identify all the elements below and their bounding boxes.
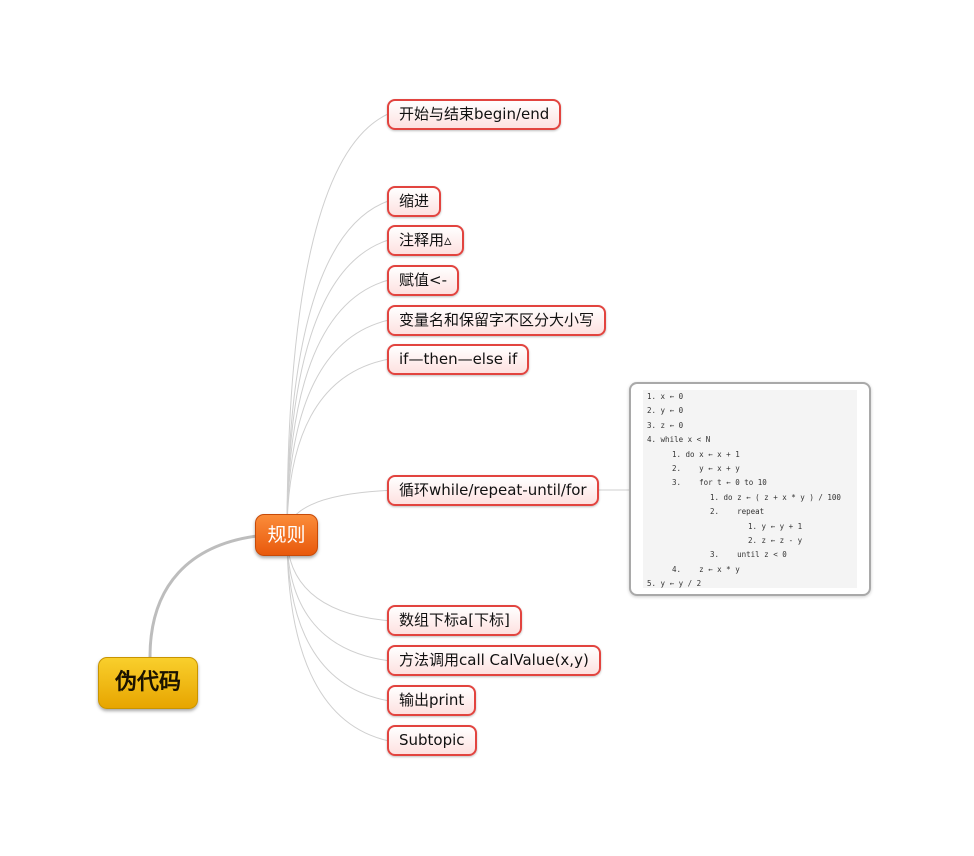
root-topic[interactable]: 伪代码: [98, 657, 198, 709]
branch-to-topic-connector: [286, 534, 388, 661]
topic-case-insensitive[interactable]: 变量名和保留字不区分大小写: [387, 305, 607, 336]
branch-to-topic-connector: [286, 114, 388, 536]
code-line: 3. for t ← 0 to 10: [672, 478, 767, 488]
branch-to-topic-connector: [286, 534, 388, 701]
branch-to-topic-connector: [286, 534, 388, 741]
code-line: 2. repeat: [710, 507, 765, 517]
branch-to-topic-connector: [286, 359, 388, 536]
pseudocode-image: 1. x ← 0 2. y ← 0 3. z ← 0 4. while x < N 1.…: [643, 390, 857, 588]
topic-subtopic[interactable]: Subtopic: [387, 725, 477, 756]
code-line: 3. z ← 0: [647, 420, 684, 430]
topic-comment[interactable]: 注释用▵: [387, 225, 464, 256]
topic-indent[interactable]: 缩进: [387, 186, 442, 217]
branch-to-topic-connector: [286, 280, 388, 536]
root-to-branch-connector: [148, 534, 258, 658]
code-line: 3. until z < 0: [710, 550, 787, 560]
code-image-box[interactable]: 1. x ← 0 2. y ← 0 3. z ← 0 4. while x < N 1.…: [629, 382, 871, 596]
code-line: 2. z ← z - y: [748, 536, 803, 545]
code-line: 2. y ← 0: [647, 406, 684, 416]
code-line: 4. while x < N: [647, 435, 711, 445]
code-line: 1. do x ← x + 1: [672, 449, 740, 459]
topic-method-call[interactable]: 方法调用call CalValue(x,y): [387, 645, 601, 676]
branch-to-topic-connector: [286, 240, 388, 536]
branch-topic-rules[interactable]: 规则: [255, 514, 318, 556]
code-line: 2. y ← x + y: [672, 464, 740, 473]
topic-loops[interactable]: 循环while/repeat-until/for: [387, 475, 599, 506]
topic-begin-end[interactable]: 开始与结束begin/end: [387, 99, 562, 130]
branch-to-topic-connector: [286, 320, 388, 536]
code-line: 4. z ← x * y: [672, 564, 740, 574]
code-line: 5. y ← y / 2: [647, 579, 702, 589]
topic-if-then-else[interactable]: if—then—else if: [387, 344, 530, 375]
topic-assignment[interactable]: 赋值<-: [387, 265, 459, 296]
code-line: 1. x ← 0: [647, 392, 684, 401]
code-line: 1. y ← y + 1: [748, 521, 803, 531]
topic-print[interactable]: 输出print: [387, 685, 477, 716]
code-line: 1. do z ← ( z + x * y ) / 100: [710, 492, 841, 502]
topic-array-index[interactable]: 数组下标a[下标]: [387, 605, 522, 636]
